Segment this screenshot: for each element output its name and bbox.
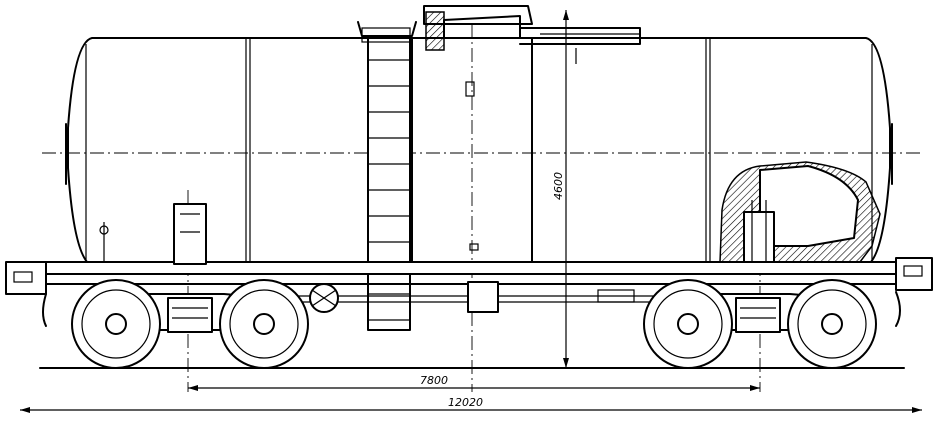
coupler-left (5, 261, 47, 327)
dimension-length: 12020 (20, 396, 922, 413)
wheel-2 (219, 279, 309, 369)
wheel-3 (643, 279, 733, 369)
dimension-length-label: 12020 (448, 396, 483, 409)
dimension-height-label: 4600 (552, 172, 565, 200)
dimension-base: 7800 (188, 374, 760, 391)
wheel-1 (71, 279, 161, 369)
ladder (357, 21, 417, 331)
dome-hatch (411, 5, 641, 267)
coupler-right (895, 257, 933, 327)
cutaway-section (719, 161, 881, 263)
dimension-height: 4600 (552, 10, 569, 368)
dimension-base-label: 7800 (420, 374, 448, 387)
wheel-4 (787, 279, 877, 369)
